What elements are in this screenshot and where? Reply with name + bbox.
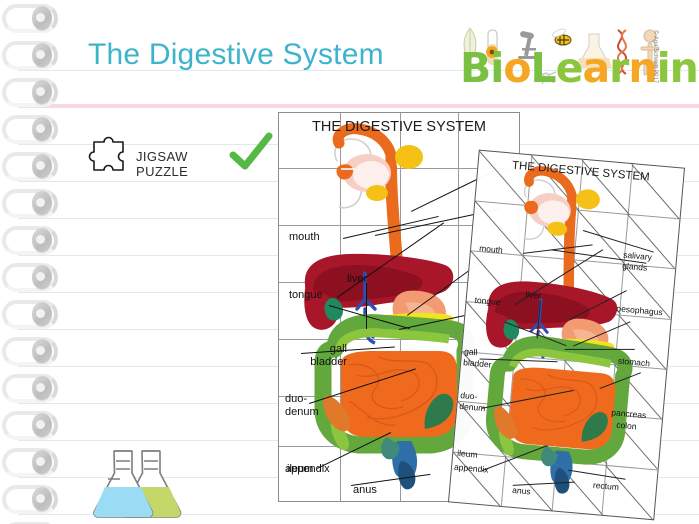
logo-letter-10: g [698, 46, 699, 90]
logo-science-icons [463, 27, 660, 85]
logo-letter-0: B [460, 44, 491, 92]
organ-label-duodenum-line1: duo- [285, 393, 308, 405]
copyright-notice: © Aga Schmitt 2017 [652, 30, 658, 84]
organ-label-duodenum-line2: denum [285, 405, 319, 418]
organ-label-colon: colon [615, 419, 638, 432]
biolearning-logo: BioLearning © Aga Schmitt 2017 [458, 22, 699, 92]
spiral-ring [2, 226, 60, 256]
leader-line [564, 348, 635, 350]
logo-letter-3: L [530, 44, 557, 92]
organ-label-mouth: mouth [289, 231, 320, 243]
organ-label-liver: liver [524, 289, 542, 301]
paper-rule-line [18, 70, 699, 71]
spiral-ring [2, 300, 60, 330]
logo-letter-6: r [609, 44, 629, 92]
flask-blue [93, 450, 154, 518]
spiral-ring [2, 411, 60, 441]
logo-letter-7: n [628, 44, 657, 92]
board-title: THE DIGESTIVE SYSTEM [311, 119, 487, 135]
logo-letter-8: i [656, 44, 671, 92]
paper-margin-line [40, 104, 699, 108]
organ-label-ileum: ileum [456, 447, 478, 460]
grid-line-v [458, 113, 459, 501]
organ-label-liver: liver [347, 273, 368, 285]
spiral-ring [2, 263, 60, 293]
spiral-ring [2, 4, 60, 34]
logo-letter-9: n [669, 44, 699, 92]
logo-letter-2: o [503, 44, 531, 92]
grid-line-h [279, 339, 519, 340]
logo-letter-5: a [582, 44, 610, 92]
spiral-ring [2, 41, 60, 71]
flask-decoration [93, 450, 182, 518]
organ-label-tongue: tongue [474, 294, 502, 308]
organ-label-salivary-glands: salivary glands [622, 250, 678, 277]
organ-label-rectum: rectum [592, 479, 620, 493]
spiral-ring [2, 189, 60, 219]
organ-label-gall-bladder: gall bladder [285, 343, 347, 368]
green-check-icon [229, 132, 273, 170]
organ-label-tongue: tongue [289, 289, 323, 301]
activity-label: JIGSAW PUZZLE [136, 149, 189, 179]
organ-label-mouth: mouth [478, 243, 504, 256]
logo-letter-1: i [490, 44, 504, 92]
spiral-ring [2, 337, 60, 367]
puzzle-piece-icon [88, 136, 124, 171]
puzzle-board-overlay[interactable]: THE DIGESTIVE SYSTEM mouth tongue liver … [447, 149, 686, 521]
organ-label-anus: anus [511, 484, 532, 497]
leader-line [366, 283, 367, 329]
spiral-ring [2, 485, 60, 515]
spiral-ring [2, 374, 60, 404]
organ-label-gall-bladder: gall bladder [463, 346, 513, 372]
spiral-ring [2, 115, 60, 145]
paper-rule-line [18, 514, 699, 515]
spiral-ring [2, 78, 60, 108]
puzzle-board-primary[interactable]: THE DIGESTIVE SYSTEM mouth tongue liver … [278, 112, 520, 502]
digestive-system-illustration [304, 123, 475, 490]
organ-label-gall-line1: gall [329, 343, 347, 355]
spiral-ring [2, 152, 60, 182]
spiral-ring [2, 448, 60, 478]
logo-letter-4: e [555, 44, 584, 92]
organ-label-appendix: appendix [285, 463, 330, 475]
organ-label-duodenum: duo- denum [285, 393, 349, 418]
organ-label-gall-line2: bladder [310, 355, 347, 368]
grid-line-h [279, 168, 519, 169]
organ-label-duodenum: duo- denum [459, 390, 509, 416]
organ-label-ileum: ileum [287, 463, 314, 475]
logo-wordmark: BioLearning [460, 46, 699, 90]
spiral-ring [2, 522, 60, 524]
organ-label-anus: anus [353, 484, 377, 496]
page-title: The Digestive System [88, 38, 384, 71]
